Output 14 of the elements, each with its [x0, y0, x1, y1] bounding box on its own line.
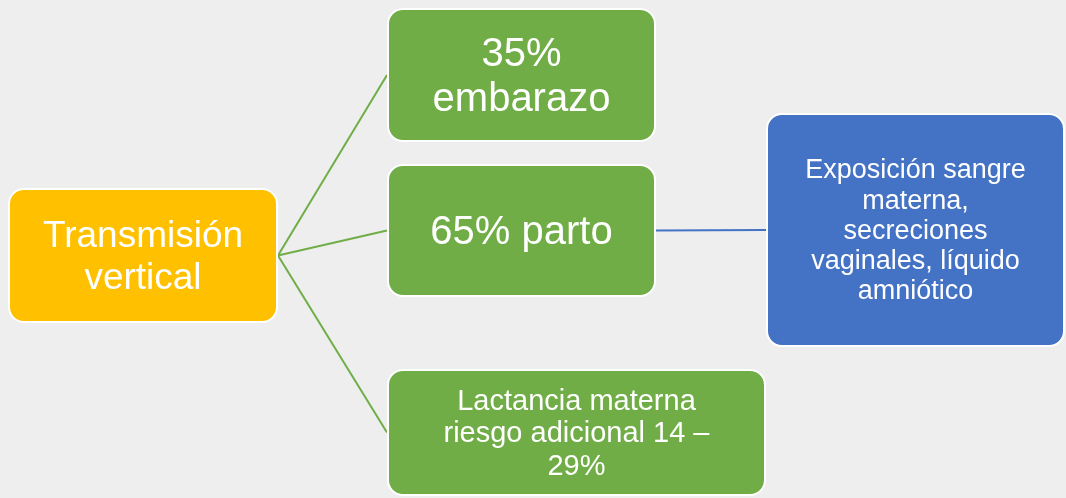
connector-line — [277, 254, 388, 434]
connector-line — [277, 74, 388, 257]
box-label: 65% parto — [430, 208, 613, 253]
box-label: Lactancia materna riesgo adicional 14 – 29% — [442, 383, 711, 482]
box-label: Transmisión vertical — [41, 214, 245, 297]
process-box — [387, 8, 656, 142]
process-box — [387, 164, 656, 297]
box-label: Exposición sangre materna, secreciones vaginales, líquido amniótico — [804, 154, 1027, 306]
box-label: 35% embarazo — [431, 30, 612, 120]
process-box — [8, 188, 278, 323]
process-box — [766, 113, 1065, 347]
connector-line — [655, 229, 767, 232]
connector-line — [277, 229, 388, 257]
process-box — [387, 369, 766, 496]
